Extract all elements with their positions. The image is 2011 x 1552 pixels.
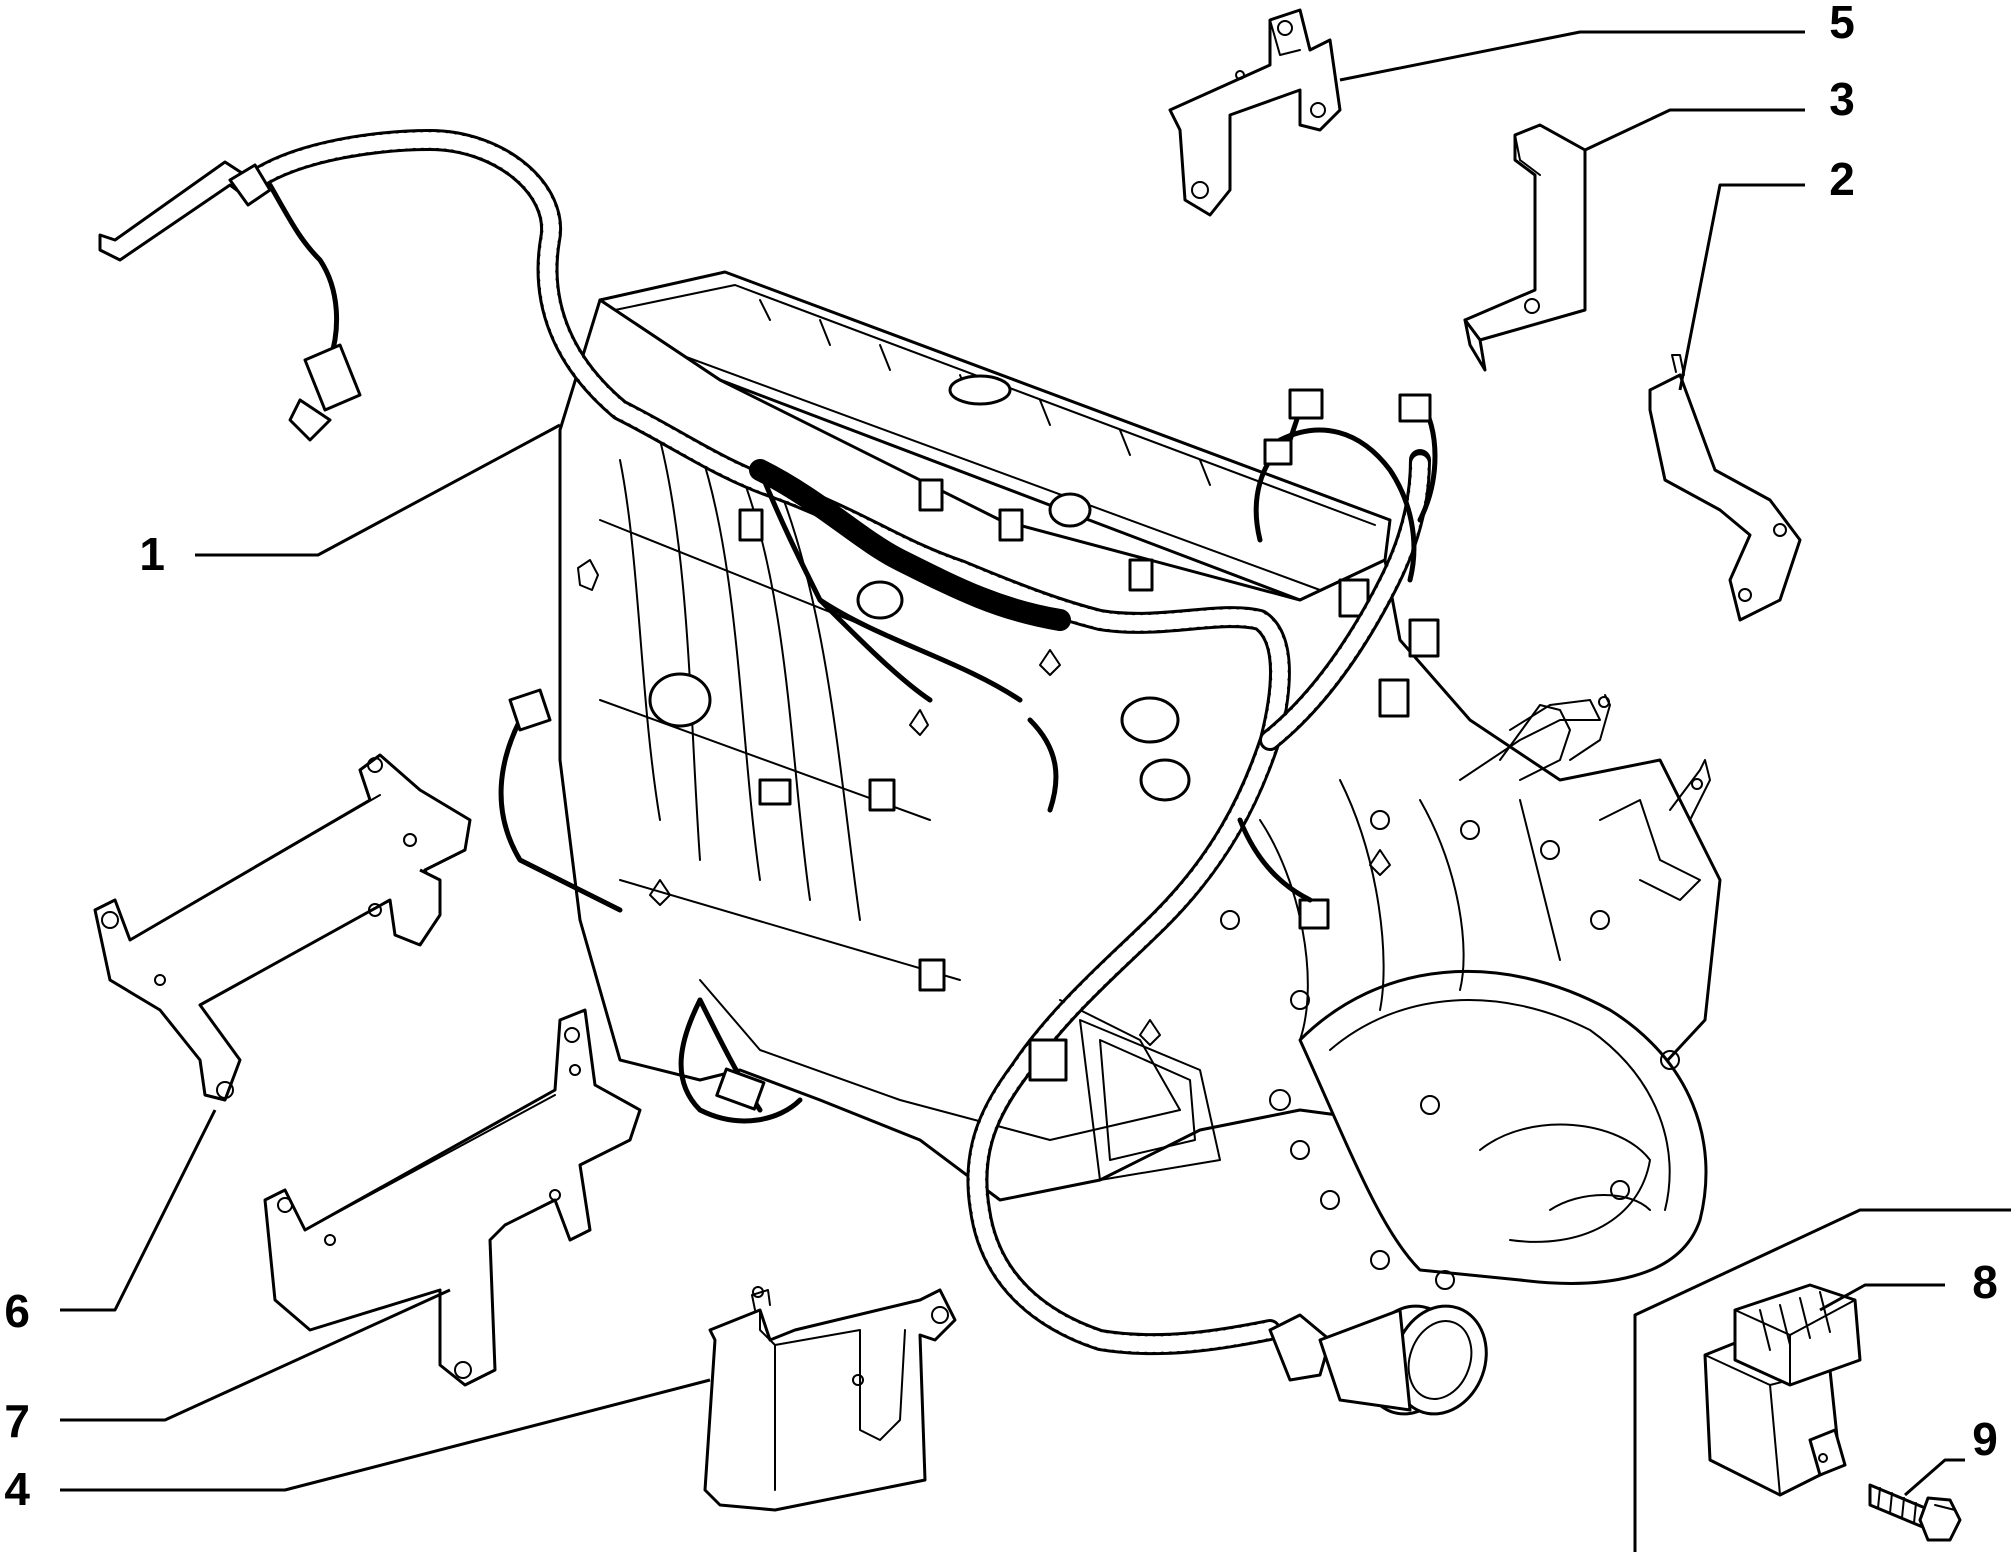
callout-4: 4 xyxy=(4,1463,30,1515)
leader-3 xyxy=(1584,108,1805,152)
callout-5: 5 xyxy=(1829,0,1855,48)
callout-2: 2 xyxy=(1829,153,1855,205)
engine-assembly xyxy=(558,270,1722,1290)
bracket-3 xyxy=(1463,123,1587,372)
leader-7 xyxy=(60,1288,451,1422)
bracket-5 xyxy=(1168,8,1342,217)
bolt-9 xyxy=(1868,1483,1962,1542)
box-frame-8-9 xyxy=(1633,1208,2011,1552)
callout-8: 8 xyxy=(1972,1256,1998,1308)
callout-labels: 1 2 3 4 5 6 7 8 9 xyxy=(4,0,1997,1515)
leader-lines xyxy=(60,30,2011,1552)
bracket-4 xyxy=(703,1286,957,1512)
callout-9: 9 xyxy=(1972,1413,1998,1465)
leader-4 xyxy=(60,1378,711,1492)
leader-1 xyxy=(195,423,561,557)
leader-8 xyxy=(1819,1283,1945,1312)
bracket-7 xyxy=(263,1008,642,1387)
callout-1: 1 xyxy=(139,528,165,580)
bracket-6 xyxy=(93,753,472,1102)
relay-module-8 xyxy=(1703,1283,1862,1497)
leader-5 xyxy=(1339,30,1805,82)
callout-7: 7 xyxy=(4,1395,30,1447)
bracket-2 xyxy=(1648,354,1802,622)
leader-6 xyxy=(60,1109,217,1312)
connectors xyxy=(288,343,1432,1111)
callout-3: 3 xyxy=(1829,73,1855,125)
leader-2 xyxy=(1678,183,1805,391)
callout-6: 6 xyxy=(4,1285,30,1337)
leader-9 xyxy=(1904,1458,1965,1497)
wiring-harness xyxy=(98,129,1488,1416)
